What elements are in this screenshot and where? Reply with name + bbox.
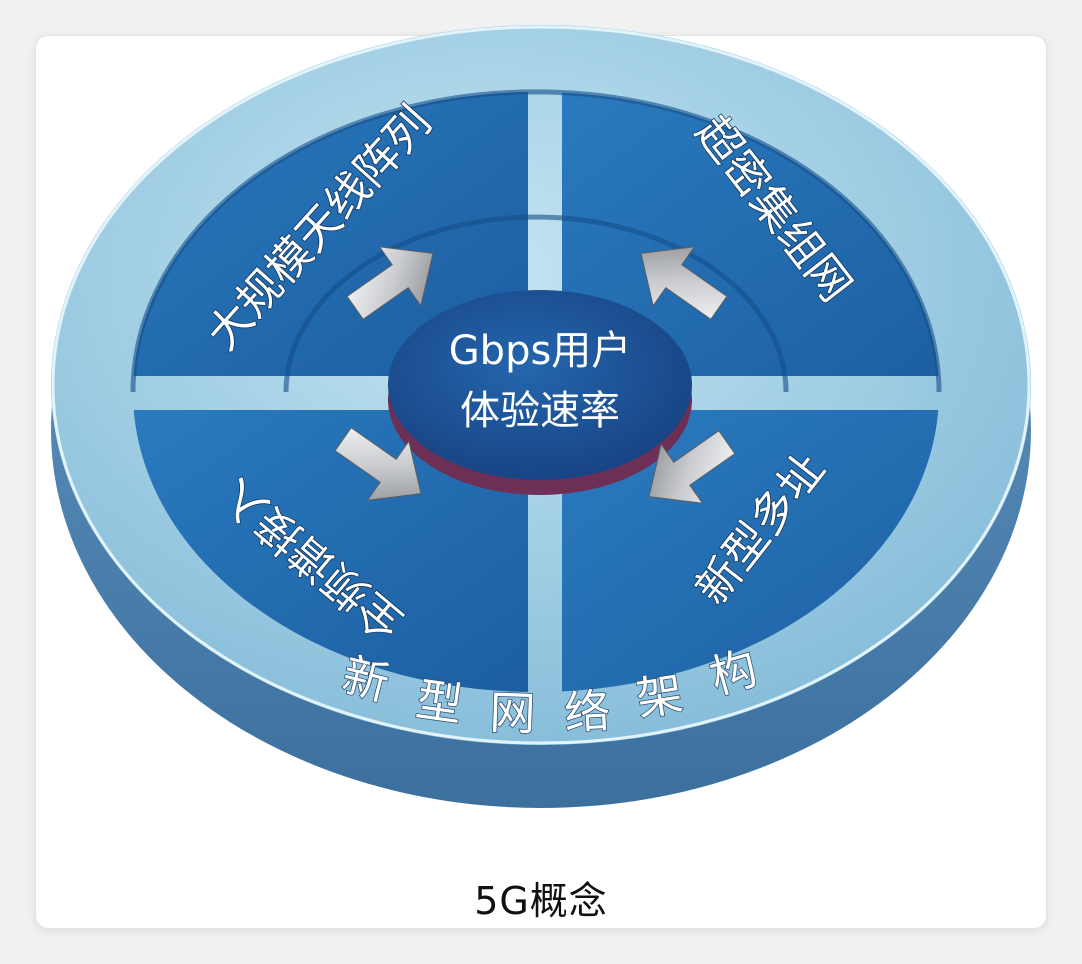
arrow-top-left-icon: [346, 246, 434, 320]
arrow-top-right-icon: [640, 246, 728, 320]
center-label-line1: Gbps用户: [449, 328, 632, 374]
arrow-bottom-right-icon: [648, 430, 736, 504]
arrow-bottom-left-icon: [334, 427, 422, 501]
outer-ring-char: 架: [633, 666, 687, 727]
outer-ring-char: 网: [489, 685, 537, 741]
center-disc: [388, 290, 692, 495]
outer-ring-label: 新 型 网 络 架 构: [336, 640, 764, 742]
figure-caption: 5G概念: [474, 879, 608, 923]
center-label-line2: 体验速率: [460, 388, 620, 434]
outer-ring-char: 型: [413, 672, 466, 732]
outer-ring-char: 络: [563, 684, 612, 740]
